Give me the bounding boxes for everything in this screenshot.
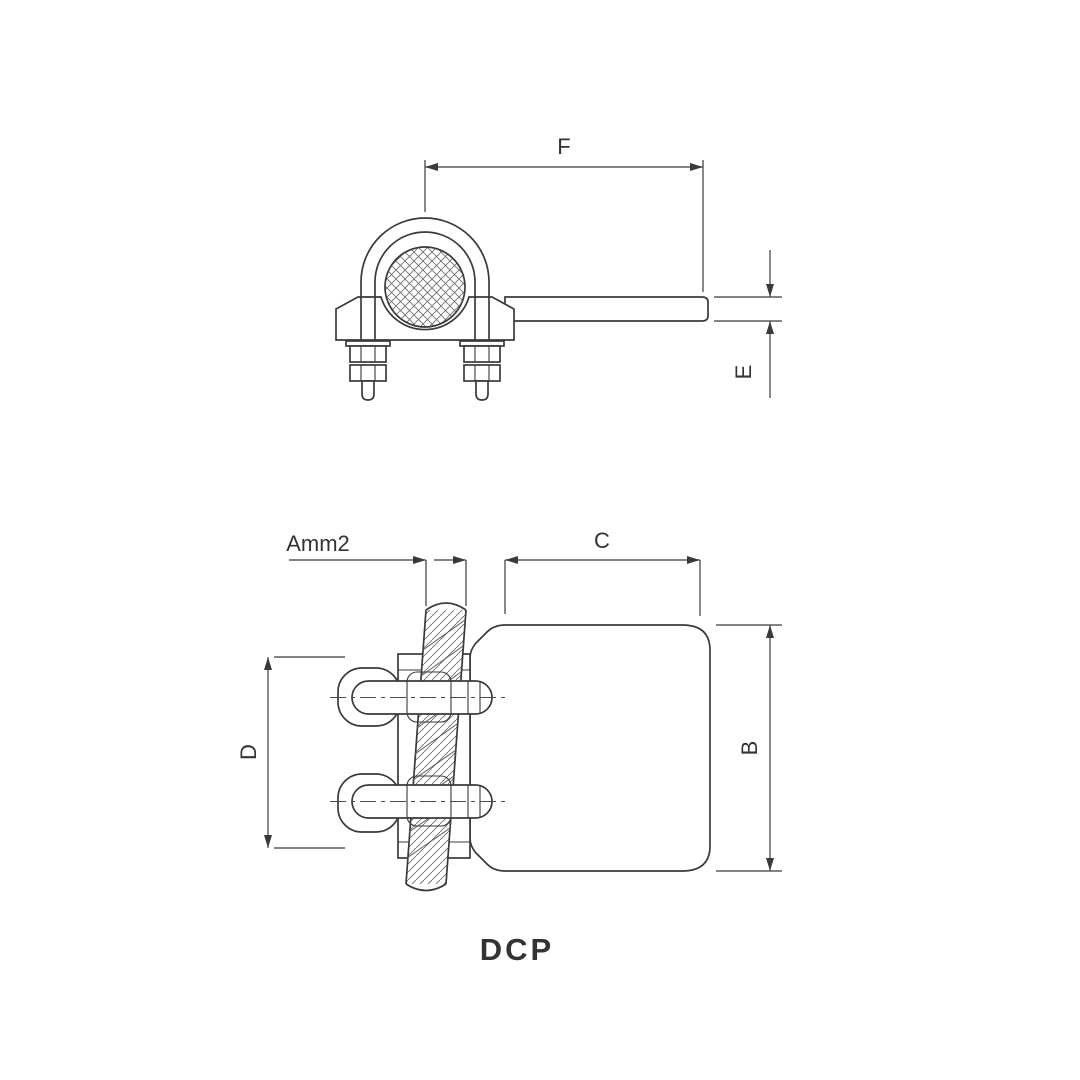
pad-plate [469, 624, 711, 872]
drawing-caption: DCP [480, 932, 554, 967]
dim-label-C: C [594, 528, 610, 553]
dim-label-E: E [731, 365, 756, 380]
arrow-down-icon [766, 858, 774, 871]
nut-stack-right [459, 340, 505, 401]
side-view: F E [335, 134, 782, 401]
arrow-up-icon [766, 625, 774, 638]
dimension-D: D [236, 656, 345, 849]
plan-view: Amm2 C D [236, 528, 782, 892]
arrow-right-icon [687, 556, 700, 564]
terminal-bar [504, 296, 709, 322]
u-bolt [360, 217, 490, 347]
dimension-E: E [714, 250, 782, 398]
conductor-crosshatch [384, 246, 466, 328]
dim-label-B: B [737, 741, 762, 756]
arrow-right-icon [453, 556, 466, 564]
arrow-left-icon [505, 556, 518, 564]
saddle-body [335, 296, 515, 341]
dimension-B: B [716, 624, 782, 872]
dim-label-Amm2: Amm2 [286, 531, 350, 556]
dimension-C: C [504, 528, 701, 616]
arrow-down-icon [264, 835, 272, 848]
arrow-up-icon [264, 657, 272, 670]
dimension-Amm2: Amm2 [286, 531, 467, 606]
dimension-F: F [424, 134, 704, 292]
arrow-right-icon [690, 163, 703, 171]
dim-label-D: D [236, 744, 261, 760]
arrow-up-icon [766, 321, 774, 334]
arrow-down-icon [766, 284, 774, 297]
arrow-left-icon [425, 163, 438, 171]
dim-label-F: F [557, 134, 570, 159]
arrow-right-icon [413, 556, 426, 564]
nut-stack-left [345, 340, 391, 401]
conductor-cross-section [384, 246, 466, 328]
